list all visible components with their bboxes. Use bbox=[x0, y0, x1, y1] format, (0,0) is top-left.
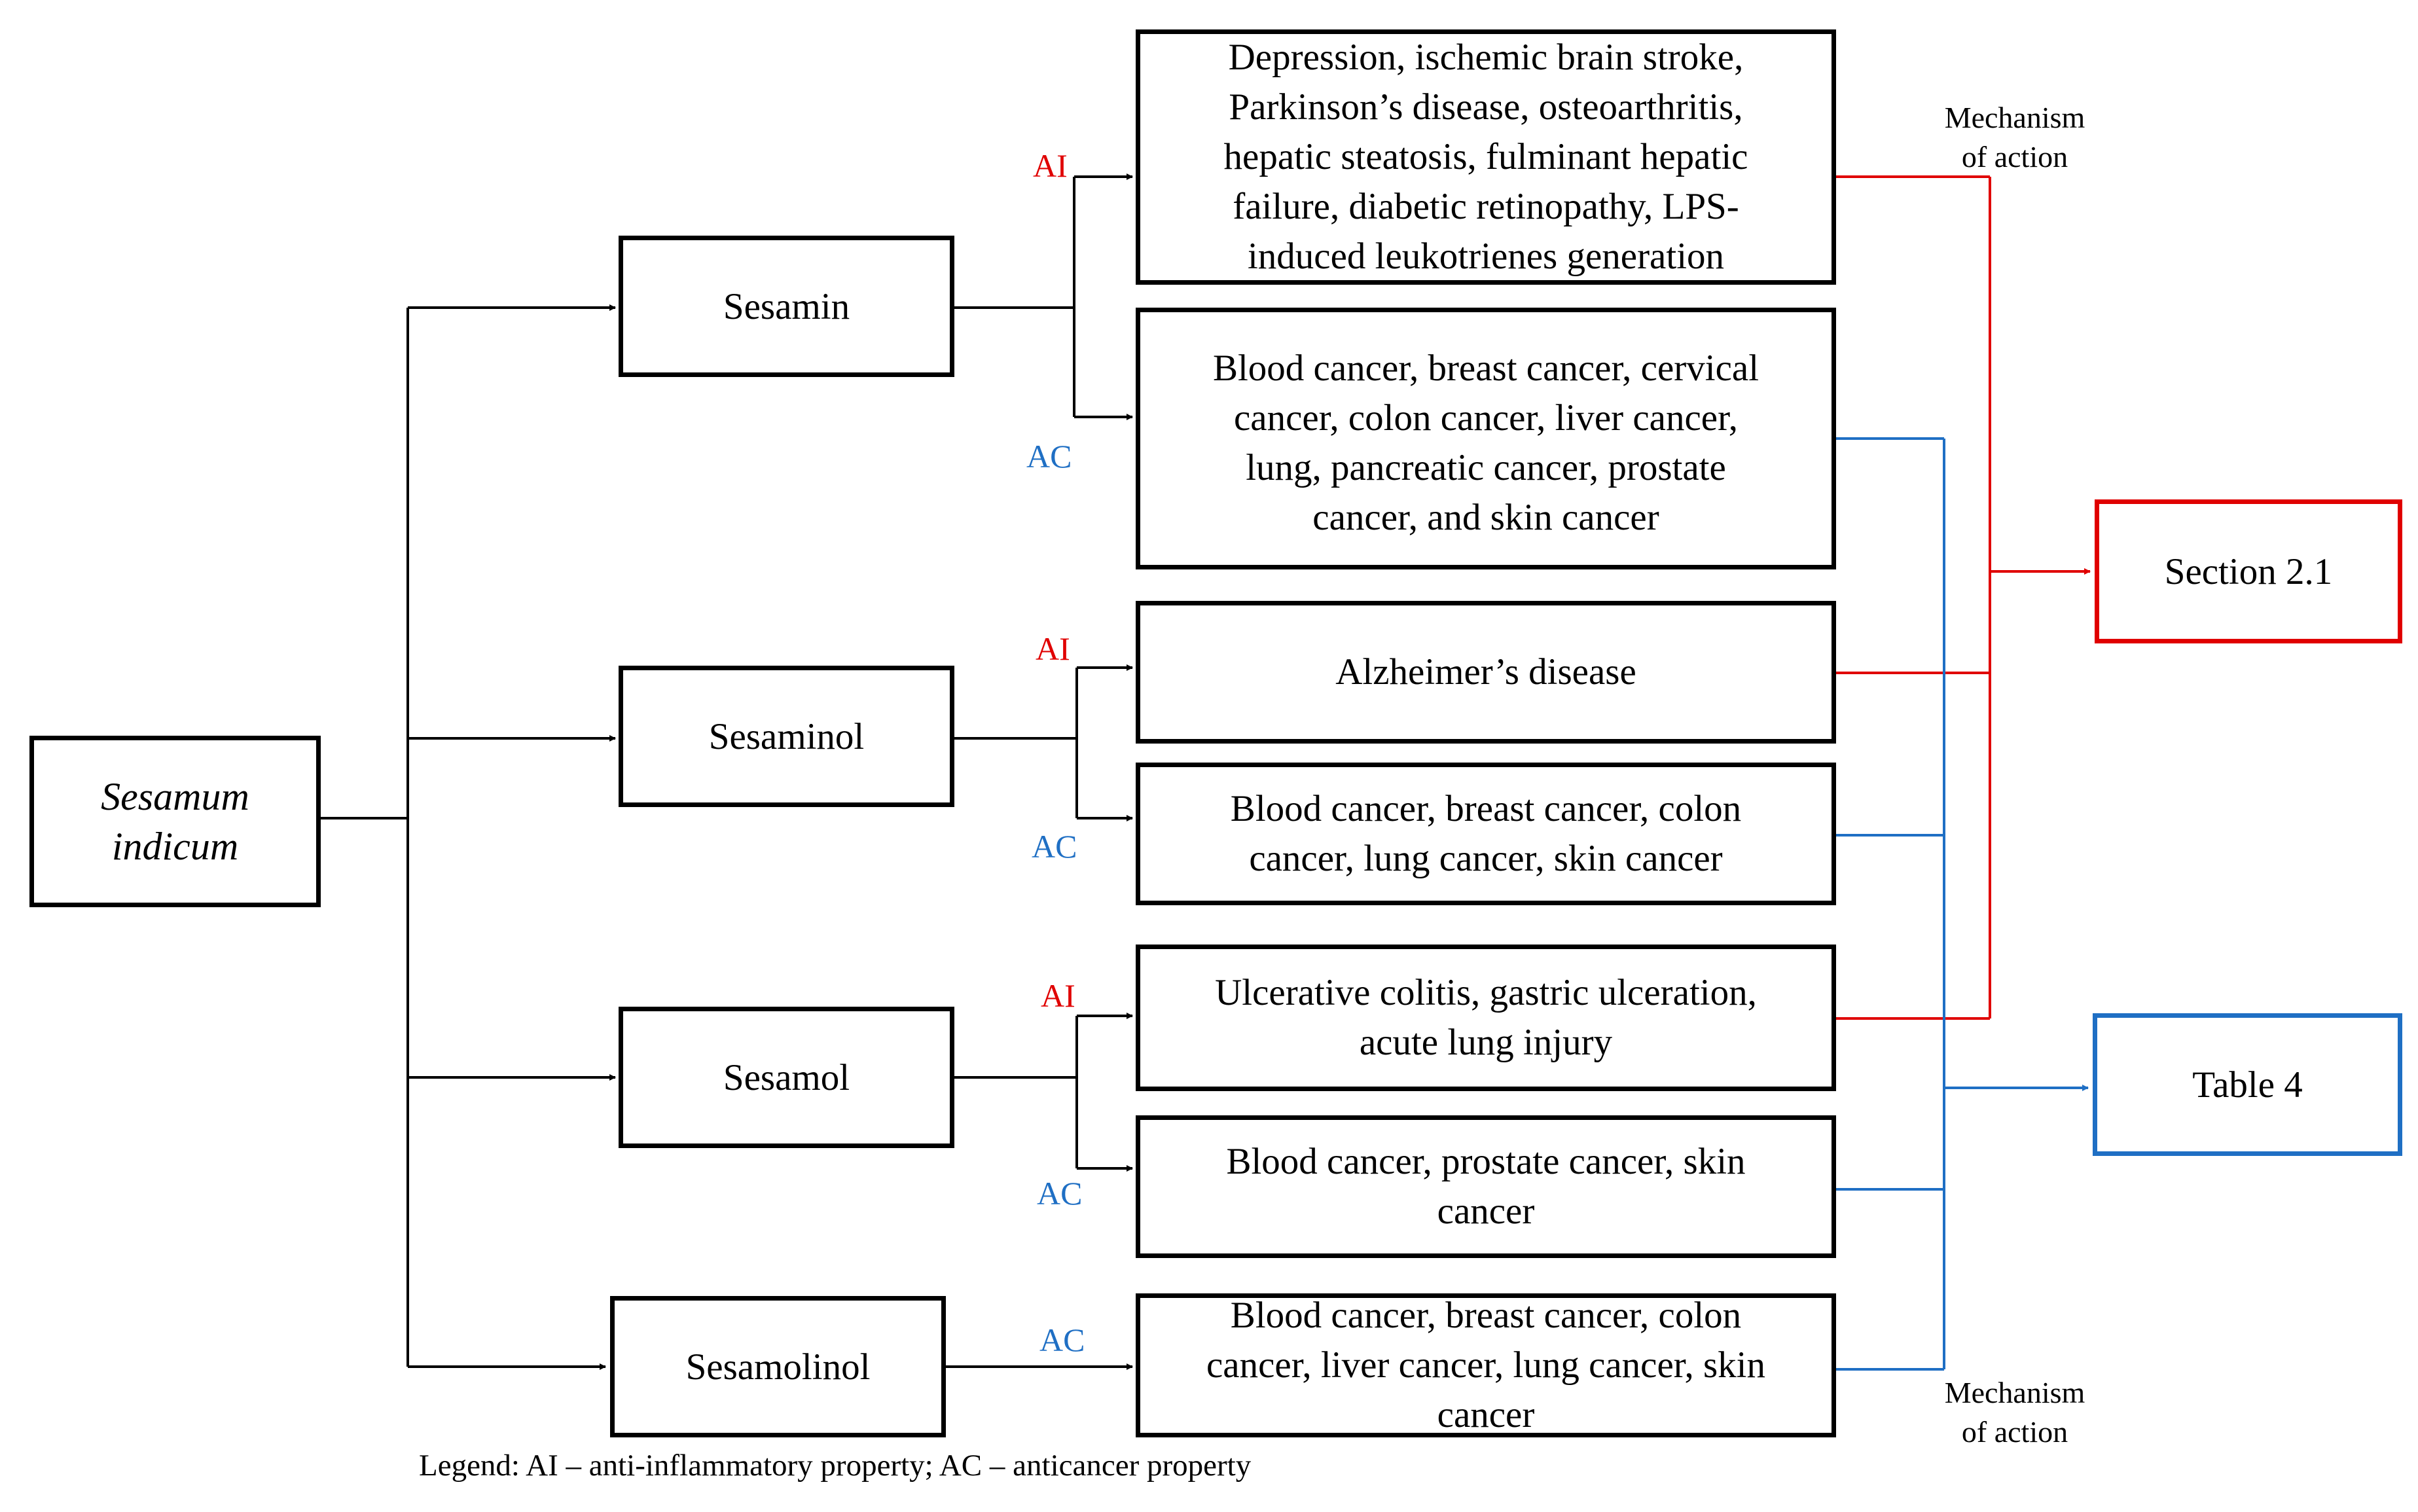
mechanism-label-bottom: Mechanism of action bbox=[1917, 1373, 2113, 1452]
condition-line: Depression, ischemic brain stroke, bbox=[1228, 37, 1744, 78]
section-reference-label: Section 2.1 bbox=[2164, 550, 2333, 592]
compound-node-sesamin: Sesamin bbox=[619, 236, 954, 377]
condition-line: lung, pancreatic cancer, prostate bbox=[1246, 447, 1726, 488]
table-reference-label: Table 4 bbox=[2192, 1064, 2303, 1106]
compound-node-sesaminol: Sesaminol bbox=[619, 666, 954, 807]
condition-line: acute lung injury bbox=[1359, 1022, 1613, 1063]
ac-tag-sesaminol: AC bbox=[1032, 828, 1077, 865]
mechanism-line2: of action bbox=[1961, 1415, 2068, 1449]
compound-node-sesamolinol: Sesamolinol bbox=[610, 1296, 946, 1437]
mechanism-line2: of action bbox=[1961, 140, 2068, 173]
condition-line: induced leukotrienes generation bbox=[1247, 236, 1725, 277]
condition-line: Blood cancer, breast cancer, colon bbox=[1230, 1295, 1742, 1336]
compound-node-sesamol: Sesamol bbox=[619, 1007, 954, 1148]
root-label-line2: indicum bbox=[111, 825, 239, 868]
ai-tag-sesamol: AI bbox=[1041, 977, 1075, 1014]
ai-tag-sesaminol: AI bbox=[1036, 630, 1070, 667]
root-node-sesamum-indicum: Sesamum indicum bbox=[29, 736, 321, 907]
condition-line: Parkinson’s disease, osteoarthritis, bbox=[1229, 86, 1743, 128]
condition-box-sesamin-ac: Blood cancer, breast cancer, cervical ca… bbox=[1136, 308, 1836, 569]
legend: Legend: AI – anti-inflammatory property;… bbox=[419, 1449, 1252, 1483]
condition-line: cancer bbox=[1437, 1394, 1535, 1435]
mechanism-line1: Mechanism bbox=[1944, 101, 2085, 134]
ac-tag-sesamin: AC bbox=[1026, 438, 1072, 475]
compound-label: Sesamin bbox=[723, 285, 850, 327]
condition-line: Blood cancer, breast cancer, cervical bbox=[1212, 348, 1759, 389]
compound-label: Sesaminol bbox=[708, 715, 865, 757]
condition-box-sesamolinol-ac: Blood cancer, breast cancer, colon cance… bbox=[1136, 1293, 1836, 1437]
condition-line: cancer, and skin cancer bbox=[1312, 497, 1659, 538]
condition-line: cancer, liver cancer, lung cancer, skin bbox=[1206, 1344, 1765, 1386]
section-reference-box: Section 2.1 bbox=[2095, 499, 2402, 643]
condition-box-sesaminol-ac: Blood cancer, breast cancer, colon cance… bbox=[1136, 763, 1836, 905]
condition-line: cancer, lung cancer, skin cancer bbox=[1249, 838, 1723, 879]
compound-label: Sesamol bbox=[723, 1056, 850, 1098]
condition-line: hepatic steatosis, fulminant hepatic bbox=[1223, 136, 1748, 177]
condition-line: Blood cancer, prostate cancer, skin bbox=[1226, 1141, 1746, 1182]
compound-label: Sesamolinol bbox=[685, 1346, 871, 1388]
condition-line: Ulcerative colitis, gastric ulceration, bbox=[1215, 972, 1757, 1013]
condition-box-sesaminol-ai: Alzheimer’s disease bbox=[1136, 601, 1836, 744]
condition-box-sesamin-ai: Depression, ischemic brain stroke, Parki… bbox=[1136, 29, 1836, 285]
condition-line: cancer, colon cancer, liver cancer, bbox=[1233, 397, 1739, 439]
condition-line: Blood cancer, breast cancer, colon bbox=[1230, 788, 1742, 829]
root-label-line1: Sesamum bbox=[101, 775, 249, 818]
mechanism-line1: Mechanism bbox=[1944, 1376, 2085, 1409]
condition-line: cancer bbox=[1437, 1191, 1535, 1232]
ac-tag-sesamol: AC bbox=[1037, 1175, 1083, 1212]
table-reference-box: Table 4 bbox=[2093, 1013, 2402, 1156]
condition-box-sesamol-ac: Blood cancer, prostate cancer, skin canc… bbox=[1136, 1115, 1836, 1258]
condition-line: Alzheimer’s disease bbox=[1335, 651, 1636, 693]
condition-line: failure, diabetic retinopathy, LPS- bbox=[1233, 186, 1739, 227]
ac-tag-sesamolinol: AC bbox=[1039, 1322, 1085, 1358]
mechanism-label-top: Mechanism of action bbox=[1917, 98, 2113, 177]
ai-tag-sesamin: AI bbox=[1033, 147, 1068, 184]
condition-box-sesamol-ai: Ulcerative colitis, gastric ulceration, … bbox=[1136, 945, 1836, 1091]
